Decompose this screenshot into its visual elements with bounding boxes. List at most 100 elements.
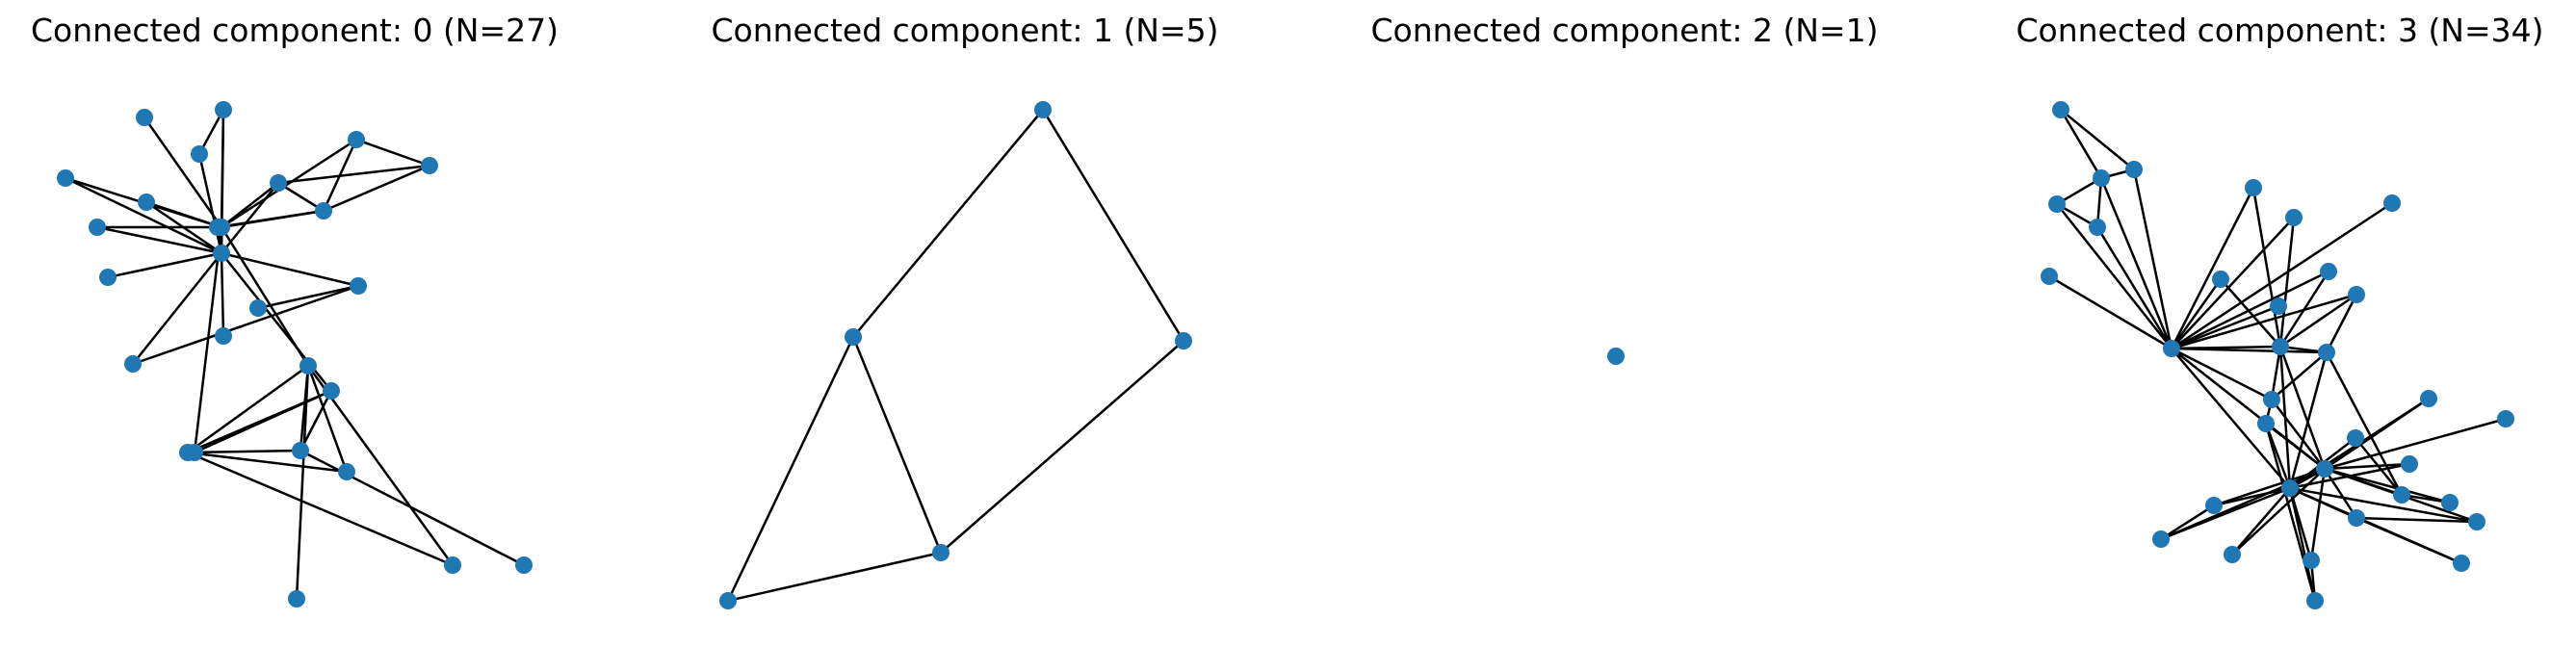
graph-edge	[217, 209, 325, 229]
graph-edge	[257, 284, 359, 310]
graph-node	[719, 592, 737, 609]
graph-edge	[2355, 516, 2462, 565]
panel-component-2: Connected component: 2 (N=1)	[1340, 0, 1909, 672]
graph-edge	[2270, 346, 2282, 401]
graph-node	[2420, 390, 2437, 407]
graph-edge	[2288, 351, 2329, 489]
graph-node	[2453, 555, 2470, 572]
graph-component-3	[2041, 101, 2514, 609]
graph-edge	[2171, 348, 2291, 489]
panel-component-0: Connected component: 0 (N=27)	[0, 0, 589, 672]
graph-edge	[2213, 486, 2291, 507]
graph-node	[2303, 552, 2320, 569]
graph-node	[2041, 268, 2058, 285]
graph-edge	[2231, 487, 2291, 556]
graph-node	[2245, 179, 2262, 196]
panel-title: Connected component: 3 (N=34)	[2016, 12, 2544, 49]
graph-edge	[2323, 468, 2358, 519]
graph-node	[215, 327, 232, 345]
graph-edge	[145, 200, 222, 255]
graph-node	[2401, 455, 2418, 473]
graph-edge	[2325, 294, 2358, 353]
graph-node	[421, 157, 438, 174]
graph-edge	[2324, 462, 2410, 471]
graph-edge	[2278, 346, 2327, 470]
graph-edge	[2160, 504, 2215, 541]
graph-node	[2093, 169, 2110, 187]
graph-node	[124, 355, 142, 373]
graph-edge	[2271, 399, 2326, 470]
graph-edge	[2220, 278, 2281, 348]
graph-node	[845, 328, 862, 346]
graph-node	[2393, 486, 2410, 504]
graph-node	[213, 219, 230, 236]
graph-edge	[2213, 467, 2326, 507]
graph-edge	[2132, 168, 2173, 349]
graph-node	[2048, 195, 2066, 213]
graph-node	[348, 131, 365, 148]
panel-component-3: Connected component: 3 (N=34)	[1984, 0, 2576, 672]
graph-node	[57, 169, 74, 187]
graph-node	[249, 299, 267, 317]
graph-edge	[727, 551, 942, 603]
graph-node	[99, 269, 117, 286]
graph-node	[338, 463, 355, 480]
graph-node	[515, 556, 533, 574]
graph-edge	[2355, 516, 2478, 524]
graph-edge	[132, 252, 222, 365]
graph-node	[215, 101, 232, 118]
graph-node	[2163, 340, 2180, 357]
graph-edge	[2060, 109, 2135, 170]
graph-node	[323, 382, 340, 400]
graph-node	[2318, 344, 2335, 361]
graph-edge	[2324, 467, 2451, 504]
graph-node	[2125, 161, 2143, 178]
graph-node	[2205, 497, 2223, 514]
graph-node	[2257, 415, 2275, 432]
graph-component-0	[57, 101, 533, 607]
graph-edge	[194, 389, 332, 454]
graph-node	[444, 556, 461, 574]
graph-node	[2052, 101, 2069, 118]
graph-node	[299, 357, 317, 375]
graph-edge	[2170, 278, 2223, 349]
graph-edge	[2171, 293, 2357, 350]
graph-edge	[187, 451, 348, 474]
panel-component-1: Connected component: 1 (N=5)	[589, 0, 1340, 672]
graph-edge	[2324, 417, 2507, 471]
graph-node	[2272, 338, 2289, 355]
graph-node	[292, 442, 309, 459]
graph-edge	[277, 181, 325, 213]
graph-edge	[852, 109, 1044, 338]
graph-node	[2212, 271, 2229, 288]
graph-edge	[221, 138, 357, 229]
graph-edge	[2056, 203, 2173, 349]
graph-edge	[851, 336, 943, 554]
graph-edge	[220, 252, 225, 337]
graph-node	[288, 590, 305, 607]
graph-node	[2348, 286, 2365, 303]
graph-edge	[2171, 201, 2393, 350]
graph-node	[2441, 494, 2459, 511]
graph-edge	[187, 364, 309, 454]
graph-edge	[2171, 217, 2295, 349]
graph-edge	[2231, 468, 2326, 556]
graph-edge	[2171, 304, 2279, 350]
graph-edge	[2264, 423, 2317, 602]
graph-node	[2306, 592, 2324, 609]
graph-edge	[221, 251, 359, 288]
graph-node	[2281, 479, 2299, 497]
graph-edge	[2099, 177, 2173, 349]
graph-node	[1034, 101, 1052, 118]
graph-edge	[277, 164, 430, 185]
graph-node	[2270, 297, 2287, 315]
graph-edge	[1041, 109, 1185, 342]
graph-edge	[726, 336, 855, 602]
graph-edge	[2160, 486, 2291, 541]
panel-title: Connected component: 0 (N=27)	[30, 12, 559, 49]
graph-edge	[2309, 468, 2327, 561]
graph-edge	[940, 340, 1184, 554]
graph-edge	[197, 153, 223, 254]
graph-edge	[2278, 217, 2296, 348]
graph-node	[2383, 194, 2401, 212]
